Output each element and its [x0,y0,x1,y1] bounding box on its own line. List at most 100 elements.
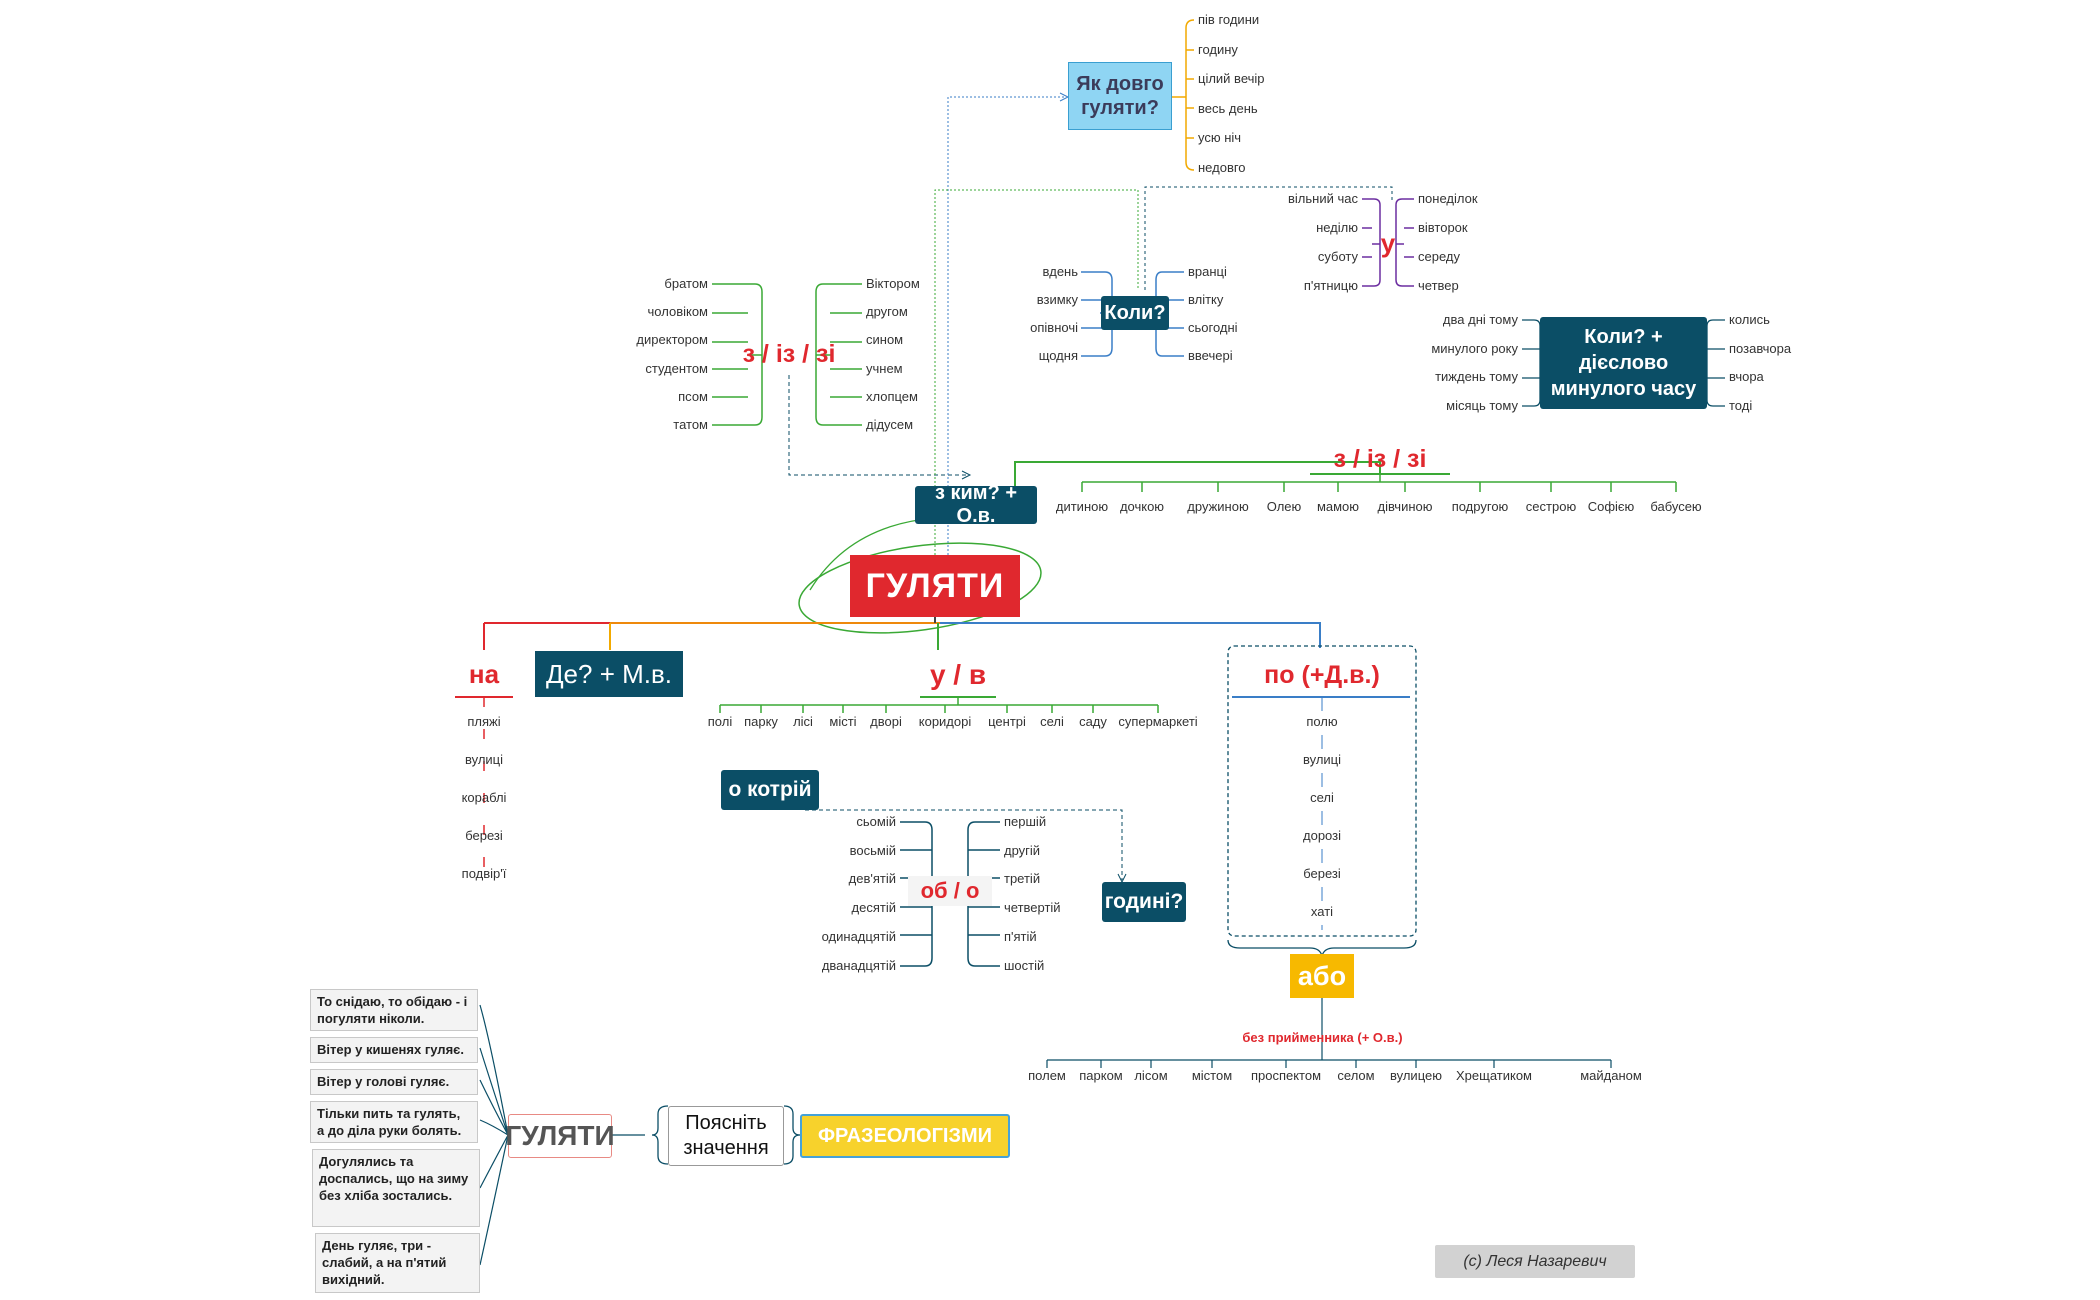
idiom-phrase[interactable]: Вітер у кишенях гуляє. [310,1037,478,1063]
time-right-item: четвертій [1004,900,1061,916]
central-topic[interactable]: ГУЛЯТИ [850,555,1020,617]
abo-item: вулицею [1390,1068,1442,1083]
with-right-item: мамою [1316,499,1360,514]
abo-item: лісом [1134,1068,1168,1083]
u-days-left-item: п'ятницю [1303,278,1358,293]
with-right-item: дитиною [1055,499,1109,514]
ob-o-node[interactable]: об / о [908,876,992,906]
abo-subtitle: без прийменника (+ О.в.) [1242,1030,1403,1045]
with-upper-right-item: учнем [866,360,903,376]
po-item: дорозі [1303,828,1341,843]
with-right-title[interactable]: з / із / зі [1333,445,1427,473]
how-long-item: усю ніч [1198,130,1242,146]
abo-item: містом [1191,1068,1233,1083]
how-long-item: недовго [1198,160,1246,175]
at-what-time-node[interactable]: о котрій [721,770,819,810]
hour-node[interactable]: годині? [1102,882,1186,922]
with-upper-right-item: хлопцем [866,388,918,404]
past-right-item: колись [1729,312,1770,327]
with-right-item: дружиною [1187,499,1249,514]
abo-item: парком [1079,1068,1123,1083]
time-right-item: п'ятій [1004,928,1037,944]
with-right-item: Софією [1587,499,1635,514]
na-item: кораблі [461,790,507,805]
when-right-item: сьогодні [1188,320,1238,335]
u-v-item: селі [1040,714,1064,729]
na-item: пляжі [467,714,501,729]
with-right-item: дочкою [1119,499,1165,514]
po-item: хаті [1310,904,1334,919]
with-right-item: Олею [1266,499,1302,514]
when-right-item: вранці [1188,264,1227,279]
with-whom-node[interactable]: з ким? + О.в. [915,482,1037,527]
idiom-phrase[interactable]: Вітер у голові гуляє. [310,1069,478,1095]
when-node[interactable]: Коли? [1101,296,1169,330]
u-v-item: парку [744,714,778,729]
u-days-right-item: понеділок [1418,191,1478,206]
idiom-phrase[interactable]: День гуляє, три - слабий, а на п'ятий ви… [315,1233,480,1293]
when-left-item: опівночі [1030,320,1078,335]
when-left-item: взимку [1036,292,1078,307]
u-v-item: місті [829,714,857,729]
time-left-item: дев'ятій [848,871,896,887]
idioms-label-node[interactable]: ФРАЗЕОЛОГІЗМИ [800,1114,1010,1158]
idioms-center-node[interactable]: ГУЛЯТИ [505,1114,615,1158]
when-left-item: щодня [1038,348,1078,363]
how-long-item: пів години [1198,12,1260,27]
how-long-item: весь день [1198,100,1258,116]
u-v-item: лісі [793,714,813,729]
na-item: подвір'ї [461,866,507,881]
u-days-left-item: неділю [1316,220,1358,235]
past-left-item: минулого року [1431,340,1518,356]
past-tense-node[interactable]: Коли? + дієслово минулого часу [1540,317,1707,409]
past-right-item: вчора [1729,369,1764,385]
idiom-phrase[interactable]: Тільки пить та гулять, а до діла руки бо… [310,1101,478,1143]
u-days-left-item: суботу [1317,249,1358,264]
time-left-item: одинадцятій [821,928,896,944]
u-v-item: коридорі [918,714,972,729]
u-days-right-item: четвер [1418,278,1459,293]
how-long-node[interactable]: Як довго гуляти? [1068,62,1172,130]
po-item: березі [1303,866,1341,881]
abo-item: селом [1337,1068,1375,1083]
how-long-item: цілий вечір [1198,71,1265,87]
abo-item: полем [1028,1068,1066,1083]
with-upper-left-item: псом [678,388,708,404]
u-days-node[interactable]: у [1380,228,1396,258]
with-upper-right-item: дідусем [866,417,914,432]
po-item: вулиці [1302,752,1342,767]
past-right-item: позавчора [1729,340,1792,356]
with-upper-right-item: другом [866,304,908,320]
time-right-item: третій [1004,871,1041,887]
abo-node[interactable]: або [1290,954,1354,998]
how-long-item: годину [1198,41,1238,57]
idiom-phrase[interactable]: Догулялись та доспались, що на зиму без … [312,1149,480,1227]
when-left-item: вдень [1042,264,1078,279]
u-v-item: центрі [988,714,1026,729]
with-upper-left-item: студентом [645,360,708,376]
po-node[interactable]: по (+Д.в.) [1264,661,1380,689]
time-left-item: восьмій [849,842,896,858]
past-left-item: два дні тому [1442,312,1518,327]
where-node[interactable]: Де? + М.в. [535,651,683,697]
abo-item: майданом [1580,1068,1642,1083]
u-days-left-item: вільний час [1288,191,1358,206]
time-left-item: дванадцятій [821,957,896,973]
past-left-item: тиждень тому [1435,369,1518,385]
explain-meaning-node[interactable]: Поясніть значення [668,1106,784,1166]
time-right-item: шостій [1004,957,1045,973]
na-item: березі [465,828,503,843]
u-v-item: саду [1079,714,1107,729]
idiom-phrase[interactable]: То снідаю, то обідаю - і погуляти ніколи… [310,989,478,1031]
with-upper-right-item: Віктором [866,276,920,291]
po-item: полю [1306,714,1338,729]
time-left-item: сьомій [856,814,896,829]
past-right-item: тоді [1729,398,1753,414]
with-right-item: сестрою [1525,499,1577,514]
with-upper-node[interactable]: з / із / зі [742,340,836,368]
u-v-node[interactable]: у / в [929,659,987,690]
with-upper-left-item: татом [673,417,708,432]
author-credit: (с) Леся Назаревич [1435,1245,1635,1278]
na-node[interactable]: на [468,659,500,689]
when-right-item: влітку [1188,292,1224,307]
